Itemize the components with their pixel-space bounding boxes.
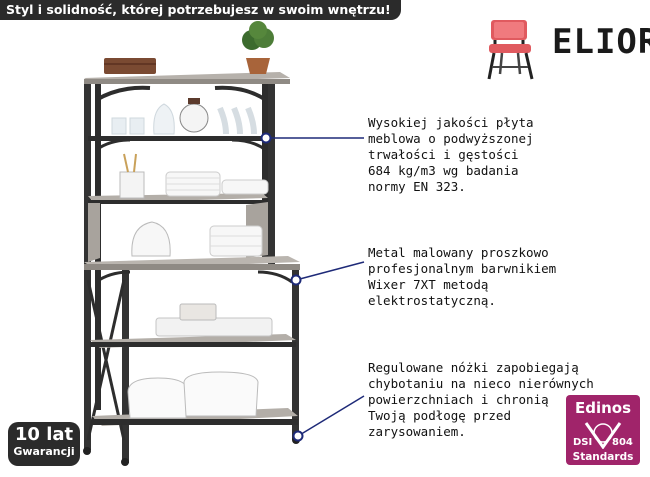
feature-note-metal: Metal malowany proszkowo profesjonalnym … — [368, 245, 557, 308]
warranty-label: Gwarancji — [13, 445, 75, 458]
brand-logo-text: ELIOR — [552, 22, 650, 62]
certificate-code-right: 804 — [612, 437, 633, 448]
warranty-badge: 10 lat Gwarancji — [8, 422, 80, 466]
certificate-label: Standards — [572, 451, 634, 463]
edinos-certificate-badge: Edinos DSI 804 Standards — [566, 395, 640, 465]
headline-banner: Styl i solidność, której potrzebujesz w … — [0, 0, 401, 20]
chair-icon — [487, 20, 534, 80]
feature-note-feet: Regulowane nóżki zapobiegają chybotaniu … — [368, 360, 594, 439]
certificate-name: Edinos — [574, 399, 632, 417]
warranty-years: 10 lat — [14, 424, 74, 445]
feature-note-board: Wysokiej jakości płyta meblowa o podwyżs… — [368, 115, 534, 194]
certificate-code-left: DSI — [573, 437, 593, 448]
check-mark-icon — [584, 422, 622, 449]
